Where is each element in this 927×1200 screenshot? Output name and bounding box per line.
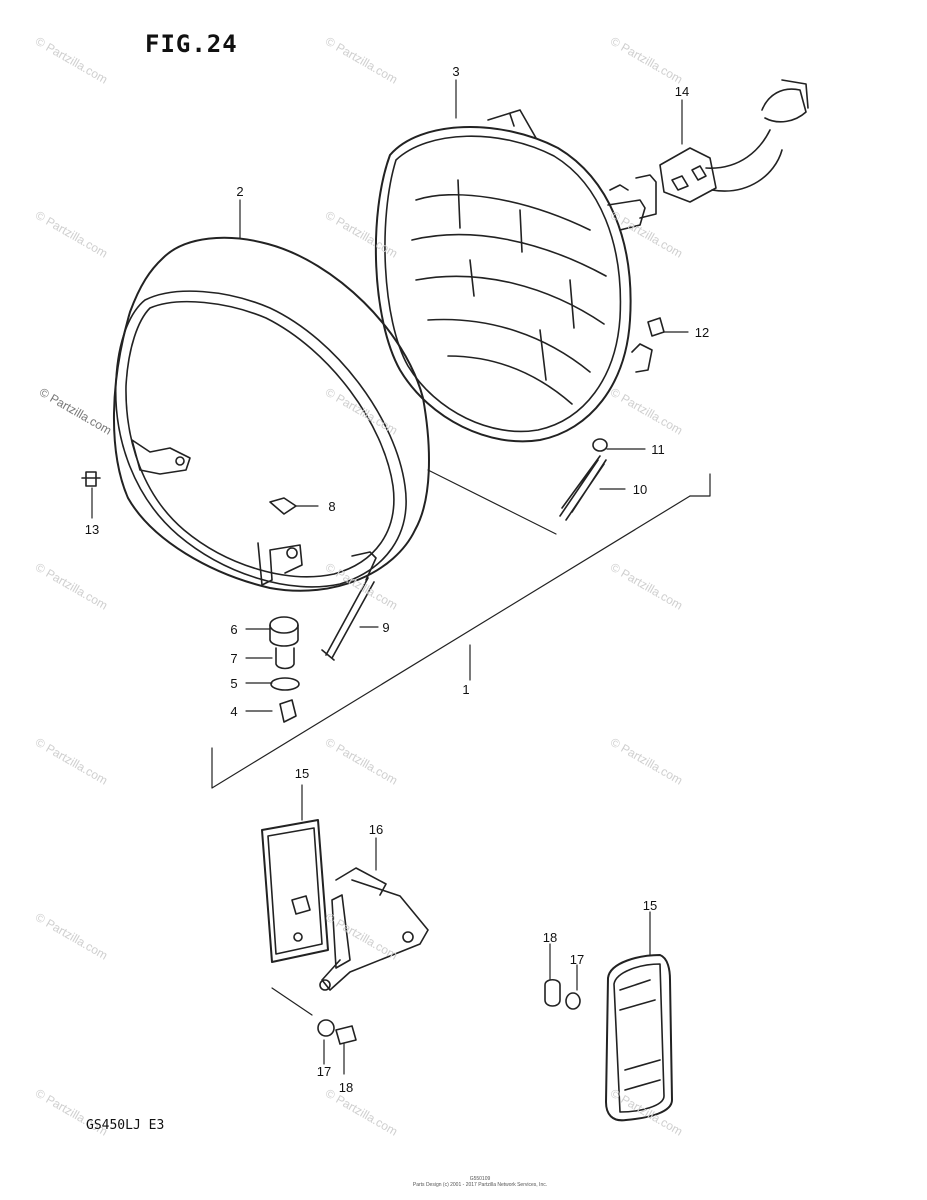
callout-1: 1: [462, 682, 469, 697]
callout-17-bottom: 17: [317, 1064, 331, 1079]
leader-lines: [91, 79, 711, 1075]
figure-title: FIG.24: [145, 30, 238, 58]
callout-3: 3: [452, 64, 459, 79]
headlight-lamp-unit: [374, 109, 657, 443]
callout-14: 14: [675, 84, 689, 99]
headlight-socket: [659, 79, 809, 203]
callout-2: 2: [236, 184, 243, 199]
callout-10: 10: [633, 482, 647, 497]
model-code: GS450LJ E3: [86, 1118, 165, 1133]
callout-18-bottom: 18: [339, 1080, 353, 1095]
reflector-bracket-assembly: [261, 819, 673, 1122]
callout-6: 6: [230, 622, 237, 637]
footer-code: G550109: [469, 1176, 491, 1182]
callout-16: 16: [369, 822, 383, 837]
callout-7: 7: [230, 651, 237, 666]
callout-5: 5: [230, 676, 237, 691]
callout-17-right: 17: [570, 952, 584, 967]
callout-labels: 1 2 3 4 5 6 7 8 9 10 11 12 13 14 15 15 1…: [85, 64, 709, 1095]
hardware: [81, 317, 665, 723]
callout-15-left: 15: [295, 766, 309, 781]
callout-8: 8: [328, 499, 335, 514]
callout-12: 12: [695, 325, 709, 340]
callout-9: 9: [382, 620, 389, 635]
callout-4: 4: [230, 704, 237, 719]
callout-15-right: 15: [643, 898, 657, 913]
callout-11: 11: [651, 442, 665, 457]
footer-note: G550109 Parts Design (c) 2001 - 2017 Par…: [400, 1176, 560, 1188]
footer-credit: Parts Design (c) 2001 - 2017 Partzilla N…: [412, 1182, 548, 1188]
callout-13: 13: [85, 522, 99, 537]
callout-18-right: 18: [543, 930, 557, 945]
headlight-rim: [113, 236, 430, 592]
